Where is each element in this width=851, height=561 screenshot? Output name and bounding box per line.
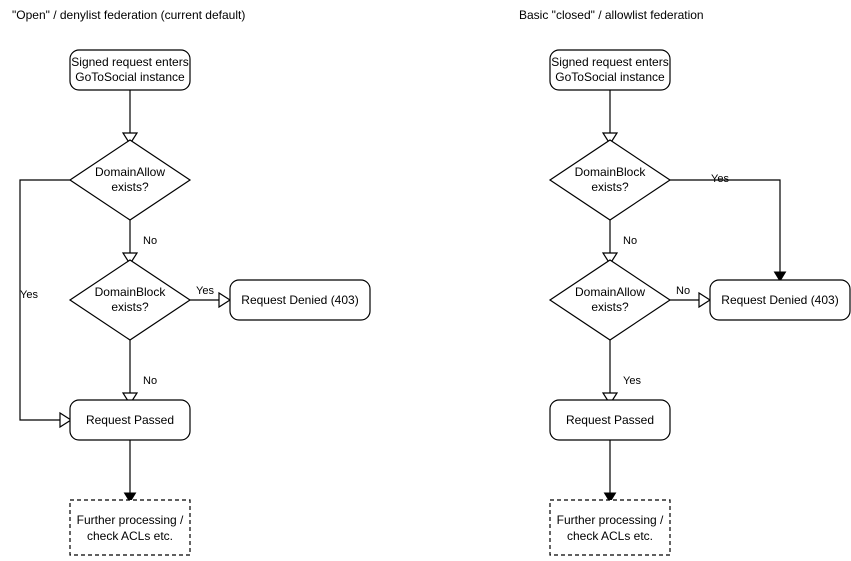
node-right-decision-domainallow-line2: exists? — [591, 300, 629, 314]
node-right-start[interactable]: Signed request enters GoToSocial instanc… — [549, 49, 671, 91]
edge-label-left-domainallow-no: No — [143, 235, 157, 247]
node-left-decision-domainblock-line2: exists? — [111, 300, 149, 314]
node-left-further-processing-line2: check ACLs etc. — [87, 529, 173, 543]
edge-left-domainallow-no-to-domainblock — [121, 220, 139, 266]
node-left-further-processing-line1: Further processing / — [77, 513, 184, 527]
node-left-start[interactable]: Signed request enters GoToSocial instanc… — [69, 49, 191, 91]
edge-right-passed-to-further — [603, 440, 617, 503]
node-right-decision-domainblock-line1: DomainBlock — [575, 165, 647, 179]
node-right-start-line2: GoToSocial instance — [555, 70, 665, 84]
node-right-decision-domainblock[interactable]: DomainBlock exists? — [548, 139, 672, 221]
node-left-decision-domainallow-line1: DomainAllow — [95, 165, 165, 179]
panel-title-closed-federation: Basic "closed" / allowlist federation — [519, 8, 704, 22]
panel-title-open-federation: "Open" / denylist federation (current de… — [12, 8, 245, 22]
node-right-decision-domainallow-line1: DomainAllow — [575, 285, 645, 299]
edge-right-domainblock-yes-to-denied — [670, 179, 787, 282]
node-right-further-processing[interactable]: Further processing / check ACLs etc. — [549, 499, 671, 556]
node-left-start-line1: Signed request enters — [71, 55, 188, 69]
node-right-request-passed[interactable]: Request Passed — [549, 399, 671, 441]
node-right-further-processing-line2: check ACLs etc. — [567, 529, 653, 543]
edge-left-domainblock-yes-to-denied — [190, 291, 232, 309]
node-left-request-passed-label: Request Passed — [86, 413, 174, 427]
edge-left-passed-to-further — [123, 440, 137, 503]
node-left-request-denied[interactable]: Request Denied (403) — [229, 279, 371, 321]
node-left-decision-domainblock-line1: DomainBlock — [95, 285, 167, 299]
node-right-request-passed-label: Request Passed — [566, 413, 654, 427]
node-left-decision-domainblock[interactable]: DomainBlock exists? — [68, 259, 192, 341]
node-left-decision-domainallow[interactable]: DomainAllow exists? — [68, 139, 192, 221]
node-right-further-processing-line1: Further processing / — [557, 513, 664, 527]
node-left-further-processing[interactable]: Further processing / check ACLs etc. — [69, 499, 191, 556]
node-left-request-denied-label: Request Denied (403) — [241, 293, 358, 307]
edge-label-right-domainallow-yes: Yes — [623, 375, 641, 387]
node-left-request-passed[interactable]: Request Passed — [69, 399, 191, 441]
node-right-start-line1: Signed request enters — [551, 55, 668, 69]
node-right-decision-domainallow[interactable]: DomainAllow exists? — [548, 259, 672, 341]
node-left-decision-domainallow-line2: exists? — [111, 180, 149, 194]
edge-right-domainallow-no-to-denied — [670, 291, 712, 309]
edge-label-right-domainblock-no: No — [623, 235, 637, 247]
node-right-request-denied[interactable]: Request Denied (403) — [709, 279, 851, 321]
edge-right-start-to-domainblock — [601, 90, 619, 146]
node-right-decision-domainblock-line2: exists? — [591, 180, 629, 194]
node-left-start-line2: GoToSocial instance — [75, 70, 185, 84]
edge-right-domainblock-no-to-domainallow — [601, 220, 619, 266]
edge-label-left-domainblock-no: No — [143, 375, 157, 387]
edge-right-domainallow-yes-to-passed — [601, 340, 619, 406]
edge-label-right-domainallow-no: No — [676, 285, 690, 297]
edge-label-right-domainblock-yes: Yes — [711, 173, 729, 185]
node-right-request-denied-label: Request Denied (403) — [721, 293, 838, 307]
edge-left-domainallow-yes-to-passed — [19, 179, 73, 429]
edge-left-start-to-domainallow — [121, 90, 139, 146]
edge-label-left-domainallow-yes: Yes — [20, 289, 38, 301]
edge-label-left-domainblock-yes: Yes — [196, 285, 214, 297]
edge-left-domainblock-no-to-passed — [121, 340, 139, 406]
